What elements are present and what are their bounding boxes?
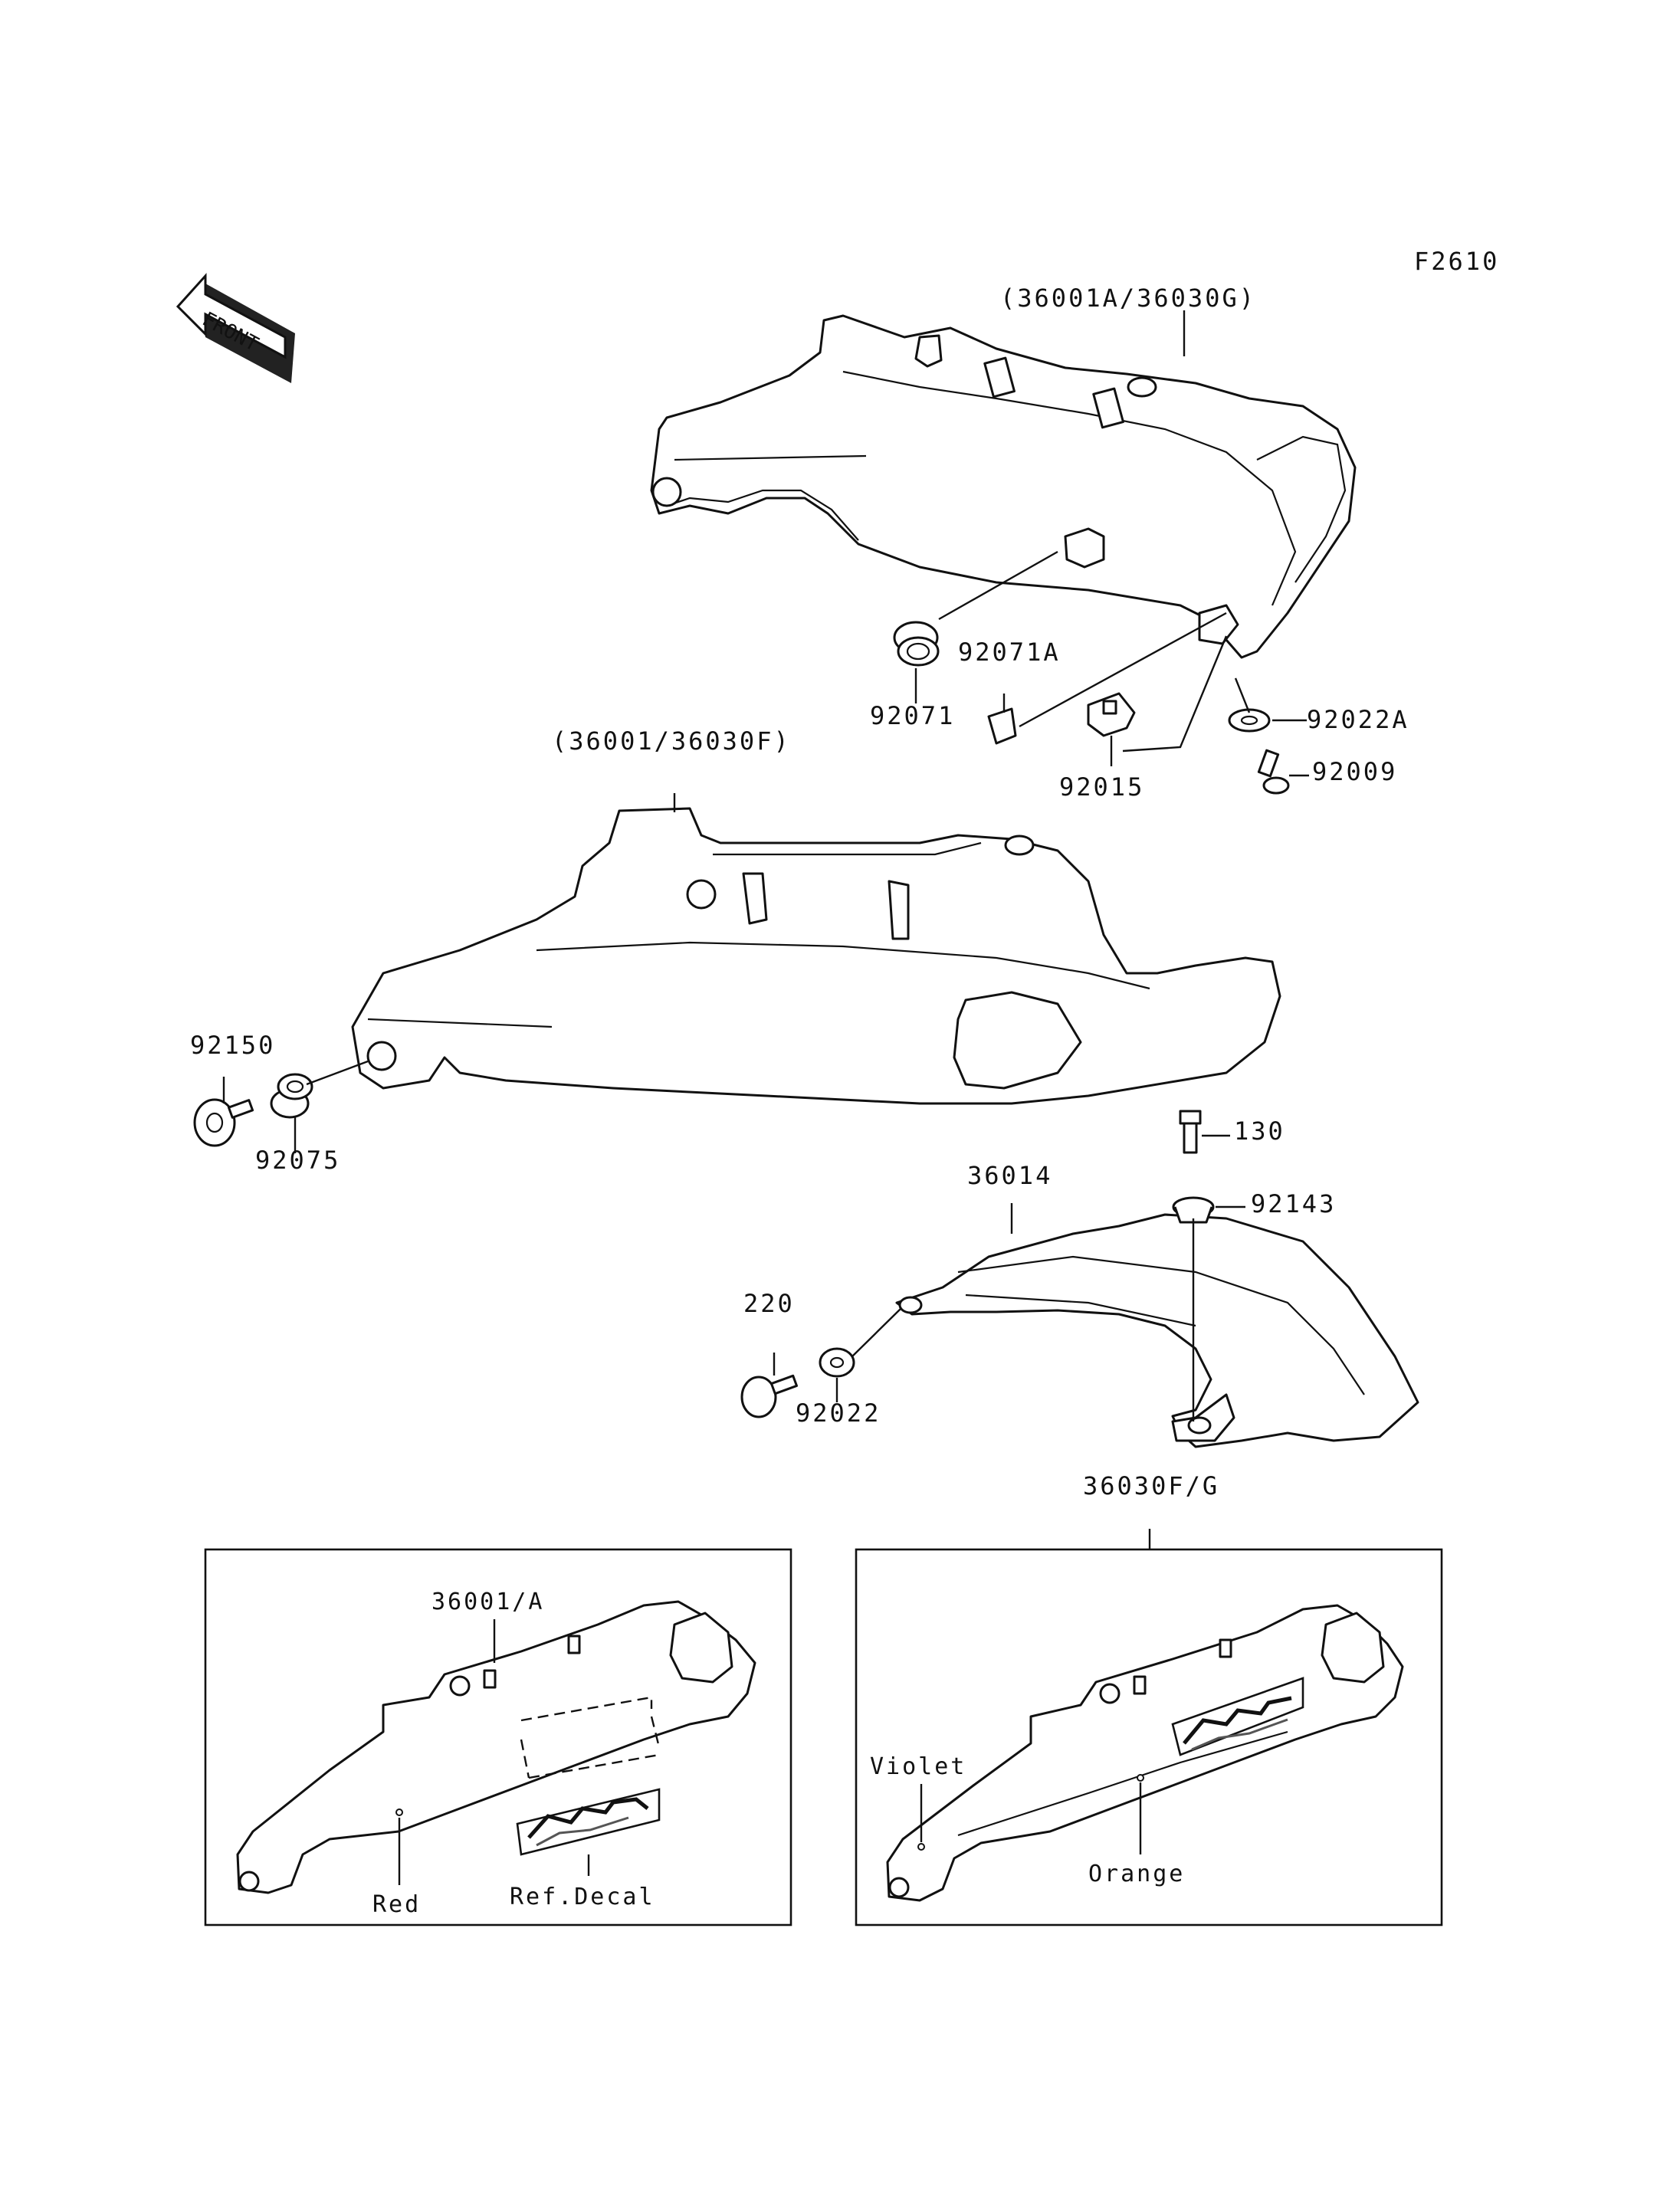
bolt-220 xyxy=(740,1374,798,1418)
inset-right-violet-label: Violet xyxy=(870,1753,966,1780)
screw-92009 xyxy=(1257,749,1290,795)
label-36030FG: 36030F/G xyxy=(1083,1471,1219,1500)
inset-left-decal-label: Ref.Decal xyxy=(510,1884,655,1910)
leader-lines xyxy=(222,310,1309,1549)
washer-92022 xyxy=(819,1347,855,1378)
clip-92071A xyxy=(987,707,1017,745)
cover-36014 xyxy=(895,1213,1419,1448)
label-92071A: 92071A xyxy=(958,638,1061,667)
inset-right-orange-label: Orange xyxy=(1088,1861,1185,1887)
label-92071: 92071 xyxy=(870,701,955,730)
label-130: 130 xyxy=(1234,1117,1285,1146)
label-92009: 92009 xyxy=(1312,757,1397,786)
nut-92015 xyxy=(1087,692,1136,737)
inset-left-part-label: 36001/A xyxy=(431,1589,544,1615)
label-92022: 92022 xyxy=(796,1399,881,1428)
lower-side-cover xyxy=(351,807,1281,1105)
inset-left-color-label: Red xyxy=(372,1891,421,1918)
label-220: 220 xyxy=(743,1289,795,1318)
bolt-92150 xyxy=(193,1098,254,1147)
label-92150: 92150 xyxy=(190,1031,275,1060)
grommet-92075 xyxy=(270,1073,313,1119)
collar-92143 xyxy=(1172,1196,1215,1224)
ref-decal-icon xyxy=(516,1788,661,1856)
upper-side-cover xyxy=(650,314,1357,659)
label-upper-cover: (36001A/36030G) xyxy=(1000,284,1256,313)
front-arrow-icon: FRONT xyxy=(176,273,295,383)
label-92143: 92143 xyxy=(1251,1189,1336,1218)
inset-right: Violet Orange xyxy=(855,1548,1443,1926)
label-lower-cover: (36001/36030F) xyxy=(552,726,791,756)
inset-left: 36001/A Red Ref.Decal xyxy=(204,1548,792,1926)
washer-92022A xyxy=(1228,708,1271,733)
label-92022A: 92022A xyxy=(1307,705,1409,734)
bolt-130 xyxy=(1179,1110,1202,1154)
zx11-decal-icon xyxy=(1171,1677,1304,1756)
label-92015: 92015 xyxy=(1059,772,1144,802)
label-36014: 36014 xyxy=(967,1161,1052,1190)
grommet-92071 xyxy=(893,621,940,667)
figure-code: F2610 xyxy=(1414,247,1499,276)
label-92075: 92075 xyxy=(255,1146,340,1175)
